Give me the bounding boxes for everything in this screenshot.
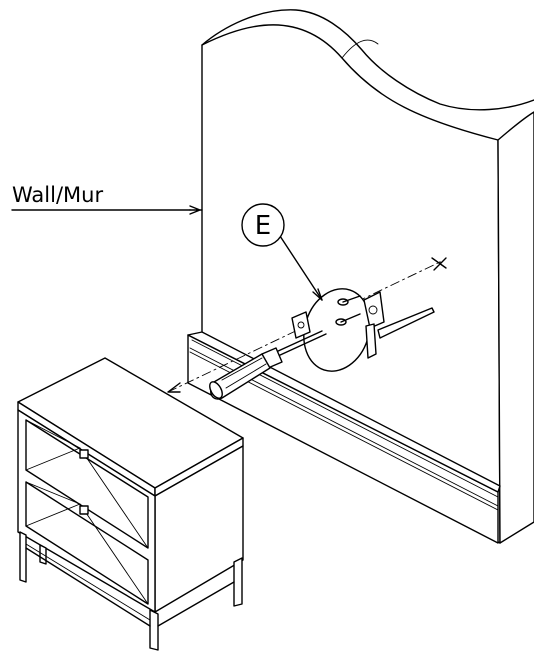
bracket-right-tab xyxy=(363,291,385,329)
screwdriver-shaft xyxy=(277,333,327,357)
screwdriver xyxy=(209,330,327,400)
nightstand xyxy=(17,357,244,651)
bracket-left-hole xyxy=(297,321,305,329)
part-callout-circle xyxy=(241,203,285,247)
nightstand-rail-front xyxy=(25,547,151,627)
callout-leader xyxy=(279,235,323,301)
nightstand-rail-front-2 xyxy=(25,543,151,621)
nightstand-leg-front-left xyxy=(19,531,27,583)
screwdriver-handle-end xyxy=(209,381,223,399)
axis-arrow-head xyxy=(167,382,181,393)
drill-axis xyxy=(167,257,447,393)
bracket-right-hole xyxy=(368,305,378,315)
screwdriver-shaft-2 xyxy=(275,330,323,353)
axis-end-cross xyxy=(431,257,447,271)
nightstand-rail-right xyxy=(157,581,235,627)
part-callout-letter: E xyxy=(255,211,271,241)
strap xyxy=(377,307,435,339)
part-callout: E xyxy=(241,203,285,247)
bracket-arm xyxy=(365,323,377,359)
callout-leader-arrow xyxy=(312,288,323,301)
screw-upper xyxy=(337,295,361,306)
bracket-left-tab xyxy=(291,311,311,339)
nightstand-leg-front-right xyxy=(149,609,159,651)
screwdriver-grip-2 xyxy=(225,363,267,389)
wall-label-arrow xyxy=(189,205,203,215)
nightstand-clip-upper xyxy=(79,449,89,459)
wall-label-text: Wall/Mur xyxy=(12,183,103,207)
screwdriver-grip-1 xyxy=(221,357,263,381)
nightstand-leg-back-right xyxy=(233,557,243,607)
wall-top-inner-edge xyxy=(341,39,379,59)
baseboard-top xyxy=(187,331,501,493)
screw-lower xyxy=(335,313,361,326)
axis-line xyxy=(167,261,441,393)
wall-label: Wall/Mur xyxy=(11,183,203,215)
wall-side-face xyxy=(497,111,534,544)
wall-top-edge xyxy=(201,9,534,111)
nightstand-clip-lower xyxy=(79,505,89,515)
anchor-kit xyxy=(279,235,435,372)
